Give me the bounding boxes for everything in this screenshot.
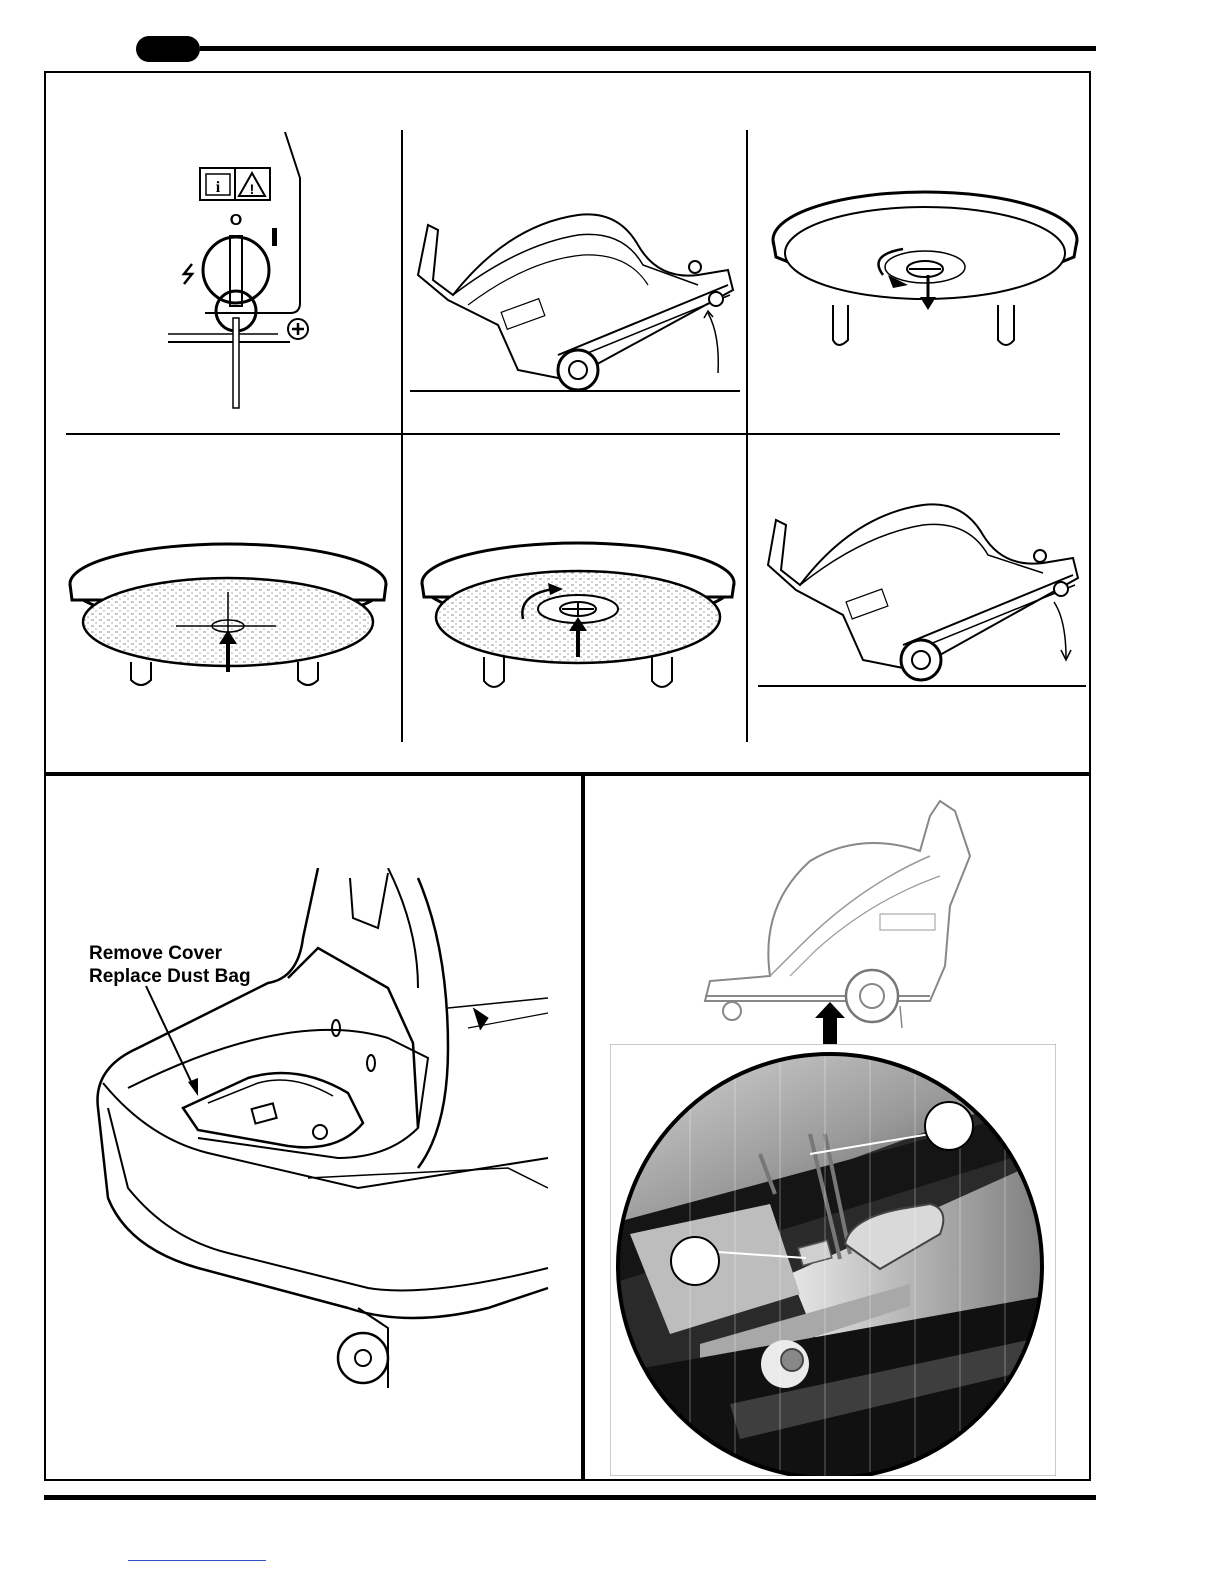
step-1-key-switch: i ! O bbox=[150, 128, 330, 418]
warning-triangle-icon: ! bbox=[239, 173, 265, 197]
step-3-remove-pad-driver bbox=[768, 185, 1083, 355]
lower-vertical-divider bbox=[581, 774, 585, 1480]
switch-off-label: O bbox=[230, 212, 242, 229]
callout-circle-upper bbox=[924, 1101, 974, 1151]
switch-on-label bbox=[272, 228, 277, 246]
callout-circle-lower bbox=[670, 1236, 720, 1286]
machine-upright-illustration bbox=[700, 796, 985, 1036]
phillips-screw-icon bbox=[288, 319, 308, 339]
footer-rule bbox=[44, 1495, 1096, 1500]
dust-bag-illustration: Remove Cover Replace Dust Bag bbox=[88, 868, 550, 1398]
footer-link-underline[interactable] bbox=[128, 1560, 266, 1561]
step-6-lower-machine bbox=[758, 490, 1088, 690]
step-2-tilt-machine bbox=[408, 205, 743, 400]
cover-caption-line-1: Remove Cover bbox=[89, 942, 222, 965]
step-5-install-pad-driver bbox=[418, 535, 740, 695]
up-arrow-icon bbox=[812, 1002, 848, 1050]
svg-text:!: ! bbox=[250, 181, 255, 197]
cover-caption-line-2: Replace Dust Bag bbox=[89, 965, 251, 988]
svg-text:i: i bbox=[216, 179, 221, 196]
step-4-center-pad bbox=[66, 540, 391, 692]
lightning-icon bbox=[184, 264, 192, 284]
